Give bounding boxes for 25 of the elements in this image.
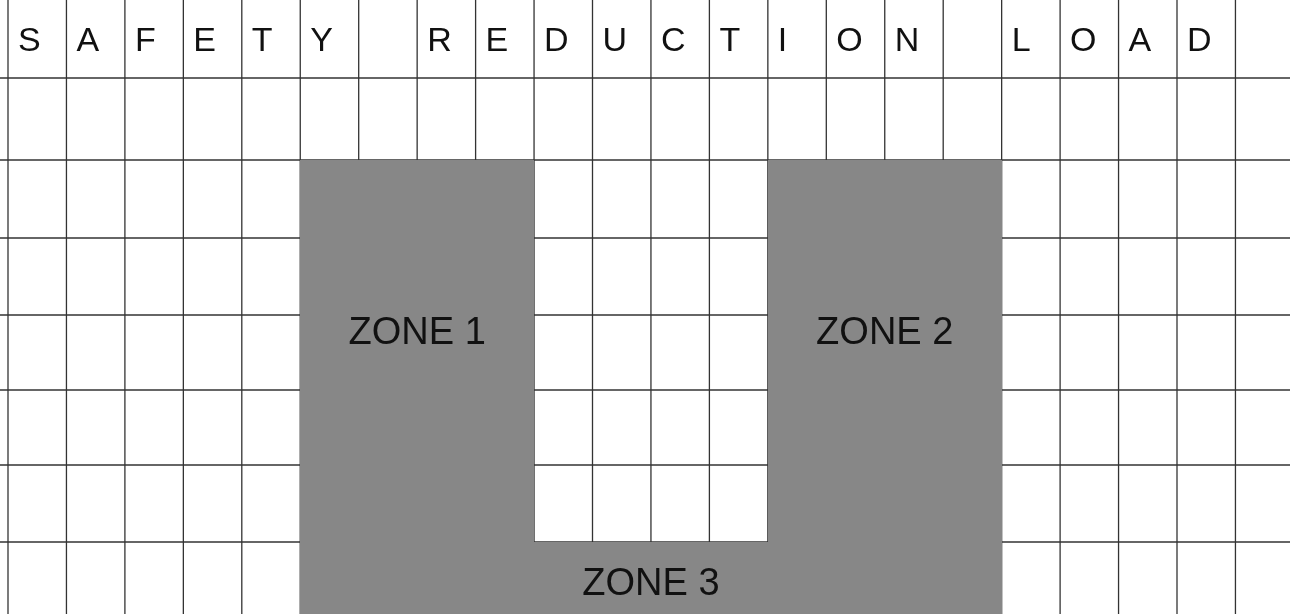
grid-letter: S <box>18 22 41 56</box>
grid-letter: E <box>485 22 509 56</box>
zone-area <box>300 160 535 542</box>
grid-letter: O <box>1070 22 1097 56</box>
grid-letter: A <box>76 22 100 56</box>
grid-letter: U <box>602 22 628 56</box>
grid-letter: T <box>719 22 741 56</box>
grid-letter: L <box>1011 22 1031 56</box>
grid-letter: T <box>251 22 273 56</box>
grid-letter: D <box>1187 22 1212 56</box>
grid-letter: R <box>427 22 452 56</box>
zone-area <box>767 160 1002 542</box>
grid-letter: N <box>894 22 920 56</box>
grid-letter: F <box>134 22 156 56</box>
zone-label: ZONE 3 <box>582 560 720 604</box>
grid-letter: Y <box>310 22 333 56</box>
grid-letter: O <box>836 22 863 56</box>
grid-letter: E <box>193 22 217 56</box>
grid-letter: C <box>660 22 686 56</box>
grid-letter: A <box>1128 22 1152 56</box>
zone-label: ZONE 1 <box>348 309 486 353</box>
zone-area <box>300 542 1002 614</box>
zone-label: ZONE 2 <box>816 309 954 353</box>
grid-letter: I <box>777 22 788 56</box>
grid-letter: D <box>544 22 569 56</box>
